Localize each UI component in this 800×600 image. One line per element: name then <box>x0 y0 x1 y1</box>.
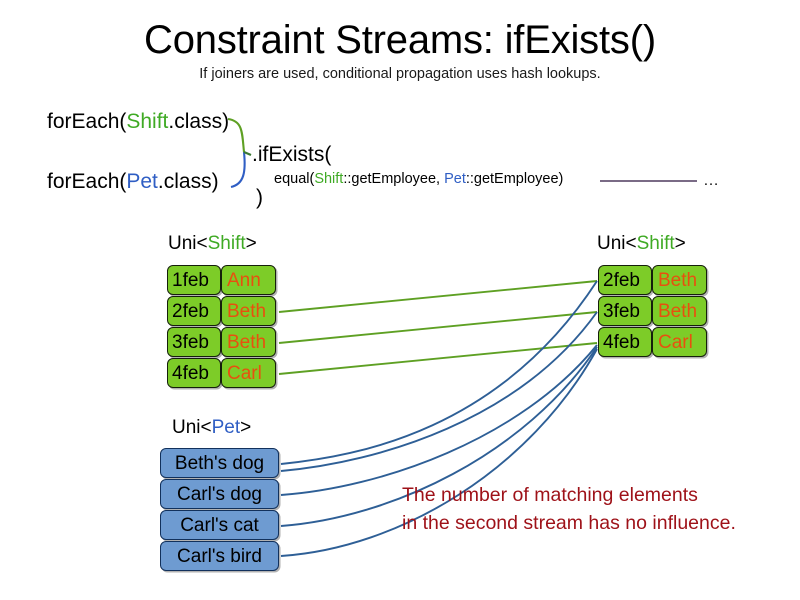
table-row: 3feb Beth <box>598 296 707 326</box>
shift-link-3feb <box>278 311 598 344</box>
code-foreach-pet-suffix: .class) <box>157 170 219 193</box>
table-uni-shift-right: 2feb Beth 3feb Beth 4feb Carl <box>598 265 707 358</box>
code-foreach-shift-suffix: .class) <box>168 110 230 133</box>
pet-name-cell: Beth's dog <box>160 448 279 478</box>
uni-open-pet: Uni< <box>172 417 212 438</box>
label-uni-pet: Uni<Pet> <box>172 417 251 439</box>
code-foreach-shift-prefix: forEach( <box>47 110 127 133</box>
code-equal-prefix: equal( <box>274 171 315 187</box>
shift-date-cell: 2feb <box>167 296 221 326</box>
shift-date-cell: 3feb <box>167 327 221 357</box>
table-row: Carl's cat <box>160 510 279 540</box>
uni-type-right: Shift <box>636 233 675 254</box>
label-uni-shift-right: Uni<Shift> <box>597 233 686 255</box>
table-row: 1feb Ann <box>167 265 276 295</box>
code-close-paren: ) <box>256 186 263 209</box>
code-equal-right-method: ::getEmployee) <box>465 171 564 187</box>
brace-arm-shift <box>227 117 246 153</box>
code-foreach-pet: forEach(Pet.class) <box>47 170 219 194</box>
pet-name-cell: Carl's dog <box>160 479 279 509</box>
code-equal-right-type: Pet <box>444 171 466 187</box>
table-row: 2feb Beth <box>167 296 276 326</box>
table-row: 3feb Beth <box>167 327 276 357</box>
uni-close-left: > <box>245 233 257 254</box>
table-uni-shift-left: 1feb Ann 2feb Beth 3feb Beth 4feb Carl <box>167 265 276 389</box>
label-uni-shift-left: Uni<Shift> <box>168 233 257 255</box>
uni-close-right: > <box>674 233 686 254</box>
shift-link-4feb <box>278 342 598 375</box>
table-row: 4feb Carl <box>167 358 276 388</box>
shift-name-cell: Beth <box>652 296 707 326</box>
shift-name-cell: Beth <box>652 265 707 295</box>
shift-date-cell: 3feb <box>598 296 652 326</box>
table-row: 2feb Beth <box>598 265 707 295</box>
shift-link-2feb <box>278 280 598 313</box>
shift-date-cell: 2feb <box>598 265 652 295</box>
pet-link-carls-dog <box>280 344 598 496</box>
code-foreach-shift: forEach(Shift.class) <box>47 110 229 134</box>
code-equal-joiner: equal(Shift::getEmployee, Pet::getEmploy… <box>274 171 563 187</box>
pet-name-cell: Carl's cat <box>160 510 279 540</box>
annotation-text: The number of matching elements in the s… <box>402 482 736 537</box>
uni-open-right: Uni< <box>597 233 637 254</box>
uni-type-left: Shift <box>207 233 246 254</box>
brace-arm-pet <box>230 151 246 189</box>
shift-date-cell: 4feb <box>598 327 652 357</box>
table-row: Beth's dog <box>160 448 279 478</box>
shift-name-cell: Ann <box>221 265 276 295</box>
shift-date-cell: 1feb <box>167 265 221 295</box>
shift-name-cell: Beth <box>221 327 276 357</box>
brace-tip <box>243 151 252 156</box>
page-title: Constraint Streams: ifExists() <box>144 18 656 62</box>
shift-date-cell: 4feb <box>167 358 221 388</box>
code-equal-left-method: ::getEmployee, <box>343 171 445 187</box>
table-uni-pet: Beth's dog Carl's dog Carl's cat Carl's … <box>160 448 279 572</box>
pet-name-cell: Carl's bird <box>160 541 279 571</box>
annotation-line-2: in the second stream has no influence. <box>402 511 736 534</box>
uni-type-pet: Pet <box>211 417 241 438</box>
shift-name-cell: Carl <box>652 327 707 357</box>
code-ellipsis: … <box>703 172 719 189</box>
page-subtitle: If joiners are used, conditional propaga… <box>199 66 601 82</box>
table-row: 4feb Carl <box>598 327 707 357</box>
table-row: Carl's dog <box>160 479 279 509</box>
code-ifexists: .ifExists( <box>252 143 332 166</box>
code-foreach-pet-type: Pet <box>126 170 158 193</box>
pet-link-beths-dog <box>280 280 598 465</box>
uni-close-pet: > <box>240 417 252 438</box>
code-foreach-pet-prefix: forEach( <box>47 170 127 193</box>
code-foreach-shift-type: Shift <box>126 110 169 133</box>
shift-name-cell: Beth <box>221 296 276 326</box>
code-equal-left-type: Shift <box>314 171 344 187</box>
pet-link-beths-dog-alt <box>280 311 598 472</box>
shift-name-cell: Carl <box>221 358 276 388</box>
annotation-line-1: The number of matching elements <box>402 484 698 506</box>
table-row: Carl's bird <box>160 541 279 571</box>
uni-open-left: Uni< <box>168 233 208 254</box>
